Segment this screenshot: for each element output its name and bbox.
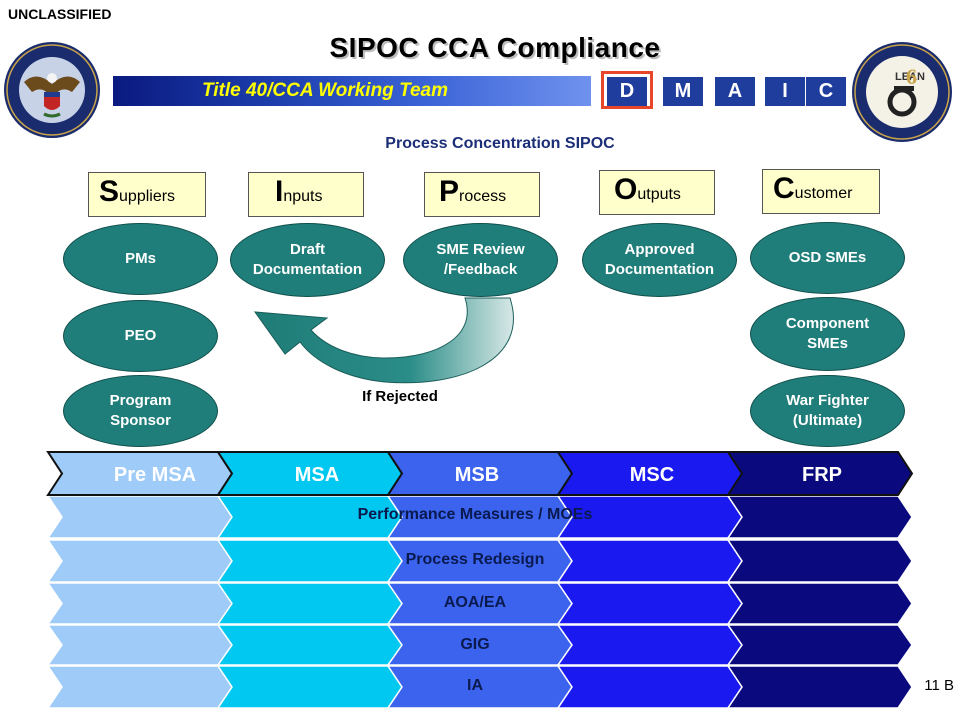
- phase-row-band: [726, 624, 913, 666]
- dmaic-define: D: [607, 77, 647, 106]
- phase-chevron: [726, 451, 914, 496]
- row-performance-measures: Performance Measures / MOEs: [357, 506, 593, 523]
- input-draft-documentation: Draft Documentation: [230, 223, 385, 297]
- phase-label-msb: MSB: [454, 464, 500, 486]
- output-approved-documentation: Approved Documentation: [582, 223, 737, 297]
- outputs-header: Outputs: [599, 170, 715, 215]
- curved-arrow-icon: [253, 297, 514, 384]
- process-sme-review-feedback: SME Review /Feedback: [403, 223, 558, 297]
- dmaic-improve: I: [765, 77, 805, 106]
- row-ia: IA: [467, 677, 483, 694]
- row-gig: GIG: [460, 636, 490, 653]
- customer-component-smes: Component SMEs: [750, 297, 905, 371]
- supplier-program-sponsor: Program Sponsor: [63, 375, 218, 447]
- phase-grid: [46, 451, 914, 709]
- phase-row-band: [726, 539, 913, 583]
- lean-six-sigma-seal-icon: LEAN 6: [852, 42, 952, 142]
- phase-row-band: [726, 495, 913, 539]
- customer-header: Customer: [762, 169, 880, 214]
- customer-osd-smes: OSD SMEs: [750, 222, 905, 294]
- dmaic-current-phase-highlight: [601, 71, 653, 109]
- phase-row-band: [46, 539, 233, 583]
- dmaic-analyze: A: [715, 77, 755, 106]
- page-title: SIPOC CCA Compliance: [329, 32, 661, 63]
- process-header: Process: [424, 172, 540, 217]
- phase-row-band: [46, 495, 233, 539]
- phase-row-band: [726, 665, 913, 709]
- dmaic-measure: M: [663, 77, 703, 106]
- banner-title: Title 40/CCA Working Team: [202, 80, 448, 101]
- supplier-peo: PEO: [63, 300, 218, 372]
- phase-label-msc: MSC: [629, 464, 675, 486]
- phase-row-band: [46, 582, 233, 625]
- phase-row-band: [46, 665, 233, 709]
- svg-text:LEAN: LEAN: [895, 71, 925, 83]
- row-process-redesign: Process Redesign: [405, 551, 545, 568]
- phase-row-band: [726, 582, 913, 625]
- if-rejected-label: If Rejected: [362, 388, 438, 405]
- department-of-defense-seal-icon: [4, 42, 100, 138]
- phase-label-pre-msa: Pre MSA: [113, 464, 197, 486]
- diagram-subtitle: Process Concentration SIPOC: [385, 135, 615, 152]
- banner-bar: [113, 76, 591, 106]
- suppliers-header: Suppliers: [88, 172, 206, 217]
- phase-label-msa: MSA: [294, 464, 340, 486]
- customer-war-fighter: War Fighter (Ultimate): [750, 375, 905, 447]
- supplier-pms: PMs: [63, 223, 218, 295]
- classification-label: UNCLASSIFIED: [8, 6, 112, 22]
- phase-label-frp: FRP: [802, 464, 842, 486]
- row-aoa-ea: AOA/EA: [443, 594, 507, 611]
- slide-number: 11 B: [924, 677, 954, 694]
- dmaic-control: C: [806, 77, 846, 106]
- phase-row-band: [46, 624, 233, 666]
- svg-text:6: 6: [906, 64, 917, 89]
- inputs-header: Inputs: [248, 172, 364, 217]
